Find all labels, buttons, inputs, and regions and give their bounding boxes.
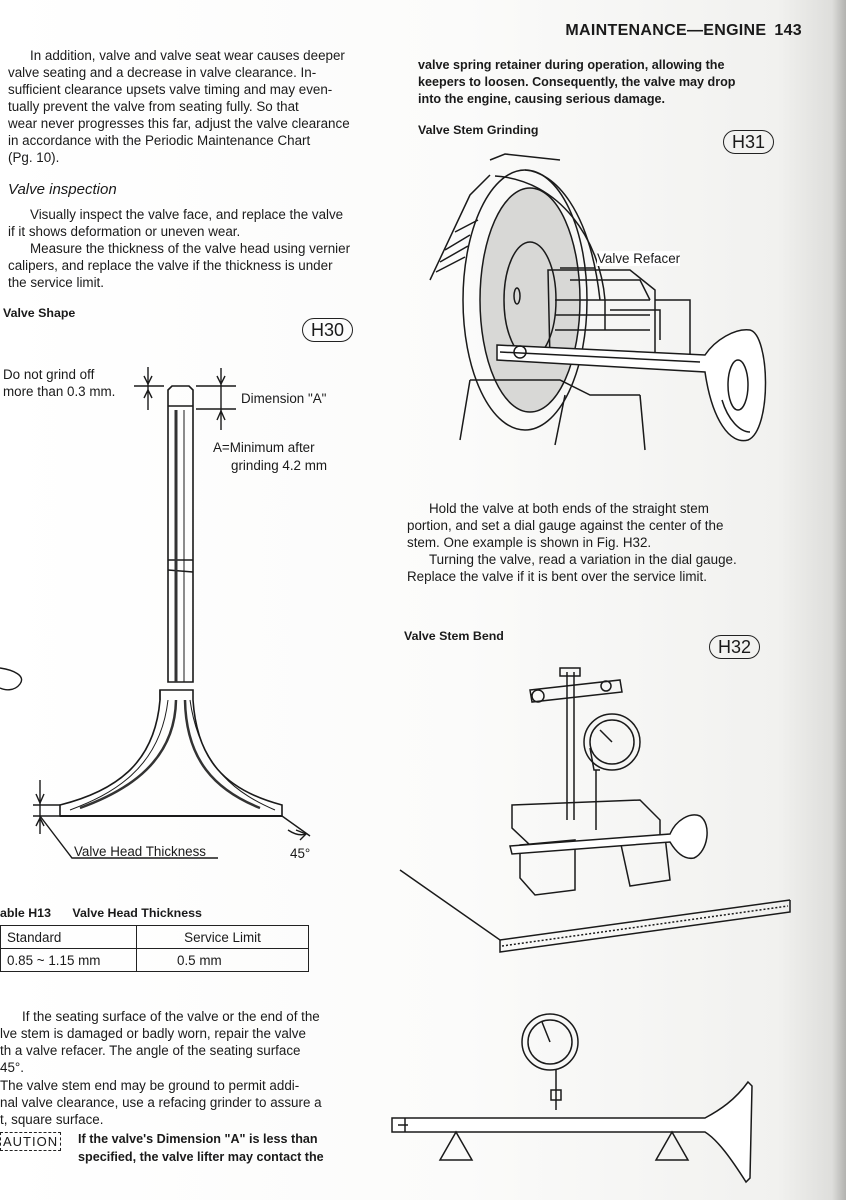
text-line: If the seating surface of the valve or t… — [22, 1009, 320, 1024]
text-line: the service limit. — [8, 275, 104, 290]
text-line: Replace the valve if it is bent over the… — [407, 569, 707, 584]
note-line: grinding 4.2 mm — [231, 458, 328, 473]
text-line: th a valve refacer. The angle of the sea… — [0, 1043, 301, 1058]
text-line: If the valve's Dimension "A" is less tha… — [78, 1132, 318, 1146]
page-number: 143 — [774, 22, 802, 39]
intro-paragraph: In addition, valve and valve seat wear c… — [8, 47, 370, 166]
table-cell: 0.85 ~ 1.15 mm — [0, 948, 137, 972]
table-header-cell: Service Limit — [136, 925, 309, 949]
head-thickness-label: Valve Head Thickness — [74, 844, 206, 859]
text-line: in accordance with the Periodic Maintena… — [8, 133, 311, 148]
text-line: Hold the valve at both ends of the strai… — [429, 501, 709, 516]
text-line: into the engine, causing serious damage. — [418, 92, 666, 106]
note-line: A=Minimum after — [213, 440, 315, 455]
continued-caution: valve spring retainer during operation, … — [418, 57, 784, 108]
figure-tag: H32 — [709, 635, 761, 659]
section-heading: Valve inspection — [8, 181, 117, 198]
figure-title: Valve Stem Grinding — [418, 123, 539, 137]
figure-tag: H31 — [723, 130, 775, 154]
valve-refacer-label: Valve Refacer — [597, 251, 681, 266]
table-header-cell: Standard — [0, 925, 137, 949]
text-line: wear never progresses this far, adjust t… — [8, 116, 350, 131]
text-line: specified, the valve lifter may contact … — [78, 1150, 324, 1164]
seating-paragraph: If the seating surface of the valve or t… — [0, 1008, 350, 1076]
angle-label: 45° — [290, 846, 311, 861]
caution-label: AUTION — [0, 1132, 62, 1151]
page-edge-shadow — [832, 0, 846, 1200]
stem-bend-paragraph: Hold the valve at both ends of the strai… — [407, 500, 773, 585]
table-number: able H13 — [0, 906, 51, 920]
note-line: more than 0.3 mm. — [3, 384, 116, 399]
grind-paragraph: The valve stem end may be ground to perm… — [0, 1077, 350, 1128]
text-line: sufficient clearance upsets valve timing… — [8, 82, 333, 97]
text-line: Turning the valve, read a variation in t… — [429, 552, 737, 567]
figure-title: Valve Stem Bend — [404, 629, 504, 643]
table-cell: 0.5 mm — [136, 948, 309, 972]
table-caption: able H13 Valve Head Thickness — [0, 906, 202, 920]
text-line: stem. One example is shown in Fig. H32. — [407, 535, 652, 550]
figure-title: Valve Shape — [3, 306, 76, 320]
valve-head-thickness-table: Standard Service Limit 0.85 ~ 1.15 mm 0.… — [0, 925, 309, 972]
figure-tag: H30 — [302, 318, 354, 342]
caution-text: If the valve's Dimension "A" is less tha… — [78, 1130, 324, 1166]
text-line: The valve stem end may be ground to perm… — [0, 1078, 300, 1093]
text-line: valve spring retainer during operation, … — [418, 58, 725, 72]
page-header: MAINTENANCE—ENGINE 143 — [565, 22, 802, 40]
text-line: if it shows deformation or uneven wear. — [8, 224, 241, 239]
note-line: Do not grind off — [3, 367, 95, 382]
text-line: 45°. — [0, 1060, 24, 1075]
table-title: Valve Head Thickness — [72, 906, 202, 920]
text-line: In addition, valve and valve seat wear c… — [30, 48, 345, 63]
inspection-paragraph: Visually inspect the valve face, and rep… — [8, 206, 370, 291]
text-line: Measure the thickness of the valve head … — [30, 241, 351, 256]
section-title: MAINTENANCE—ENGINE — [565, 22, 767, 39]
text-line: lve stem is damaged or badly worn, repai… — [0, 1026, 306, 1041]
text-line: calipers, and replace the valve if the t… — [8, 258, 333, 273]
table-row: 0.85 ~ 1.15 mm 0.5 mm — [0, 948, 309, 972]
text-line: tually prevent the valve from seating fu… — [8, 99, 299, 114]
text-line: nal valve clearance, use a refacing grin… — [0, 1095, 322, 1110]
grind-note: Do not grind off more than 0.3 mm. — [3, 366, 115, 400]
table-header-row: Standard Service Limit — [0, 925, 309, 949]
minimum-note: A=Minimum after grinding 4.2 mm — [213, 439, 327, 475]
dimension-a-label: Dimension "A" — [241, 391, 327, 406]
text-line: (Pg. 10). — [8, 150, 60, 165]
text-line: portion, and set a dial gauge against th… — [407, 518, 724, 533]
text-line: Visually inspect the valve face, and rep… — [30, 207, 344, 222]
text-line: keepers to loosen. Consequently, the val… — [418, 75, 736, 89]
text-line: valve seating and a decrease in valve cl… — [8, 65, 317, 80]
text-line: t, square surface. — [0, 1112, 104, 1127]
